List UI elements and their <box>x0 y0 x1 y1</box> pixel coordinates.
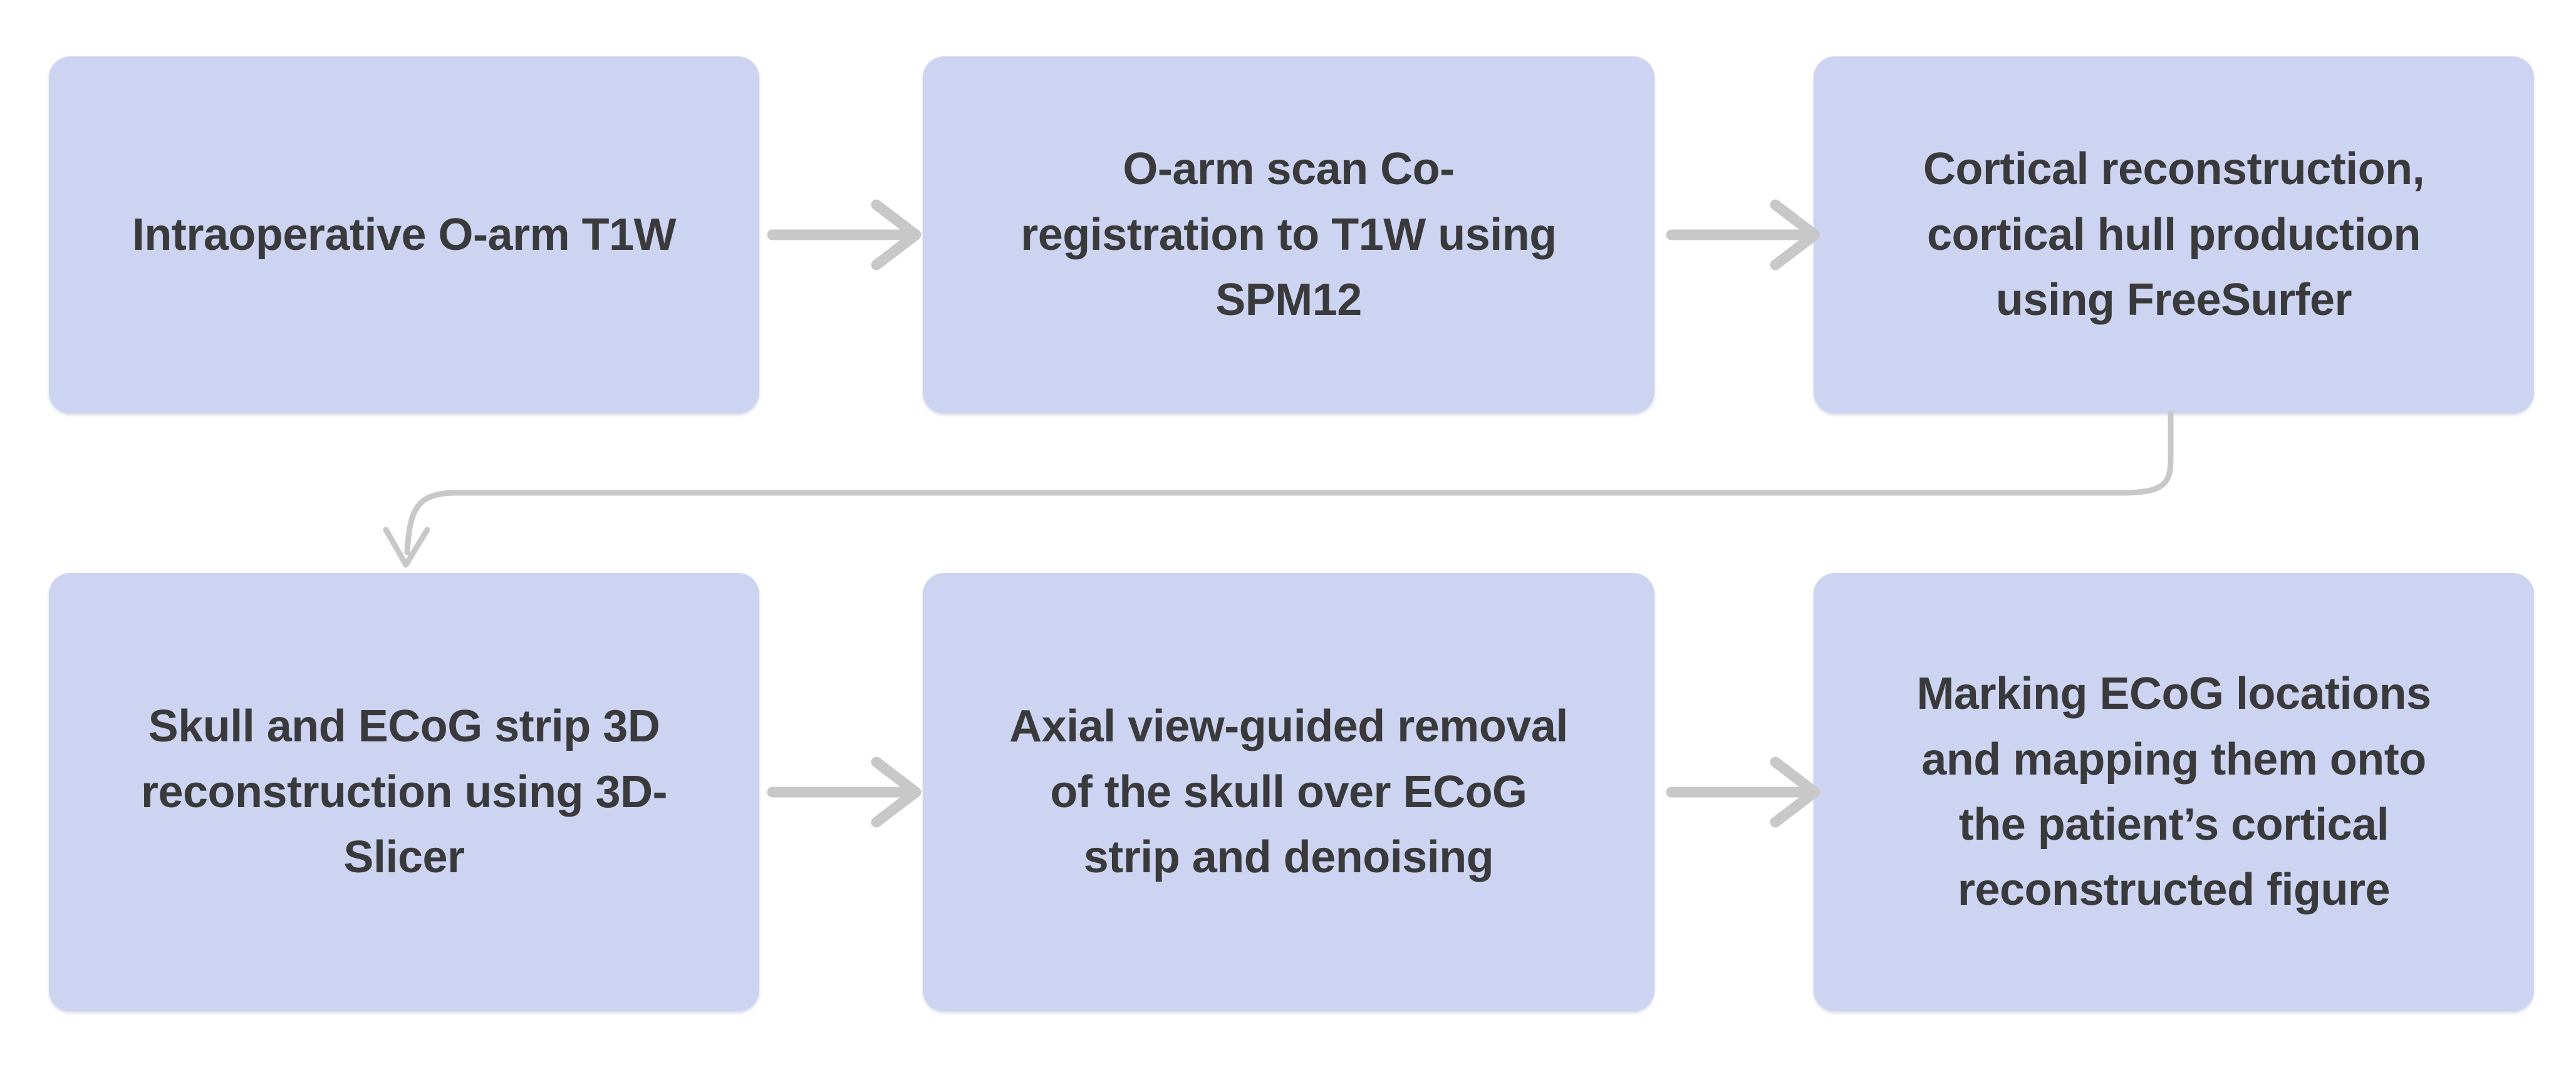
flow-node-step-2: O-arm scan Co- registration to T1W using… <box>923 56 1654 413</box>
flow-node-step-1-label: Intraoperative O-arm T1W <box>132 209 677 260</box>
right-arrow-icon-step2-to-step3 <box>1666 199 1820 271</box>
right-arrow-icon-step4-to-step5 <box>767 756 922 828</box>
right-arrow-icon-step1-to-step2 <box>767 199 922 271</box>
flow-node-step-5: Axial view-guided removal of the skull o… <box>923 573 1654 1011</box>
flow-node-step-4: Skull and ECoG strip 3D reconstruction u… <box>49 573 759 1011</box>
flow-node-step-6-label: Marking ECoG locations and mapping them … <box>1916 669 2431 915</box>
flow-node-step-3-label: Cortical reconstruction, cortical hull p… <box>1923 144 2425 326</box>
curved-down-left-arrow-icon-step3-to-step4 <box>383 410 2174 568</box>
flow-node-step-5-label: Axial view-guided removal of the skull o… <box>1009 701 1568 883</box>
right-arrow-icon-step5-to-step6 <box>1666 756 1820 828</box>
flow-node-step-4-label: Skull and ECoG strip 3D reconstruction u… <box>140 701 668 883</box>
flow-node-step-3: Cortical reconstruction, cortical hull p… <box>1814 56 2534 413</box>
flow-node-step-2-label: O-arm scan Co- registration to T1W using… <box>1021 144 1557 326</box>
flow-node-step-1: Intraoperative O-arm T1W <box>49 56 759 413</box>
flow-node-step-6: Marking ECoG locations and mapping them … <box>1814 573 2534 1011</box>
